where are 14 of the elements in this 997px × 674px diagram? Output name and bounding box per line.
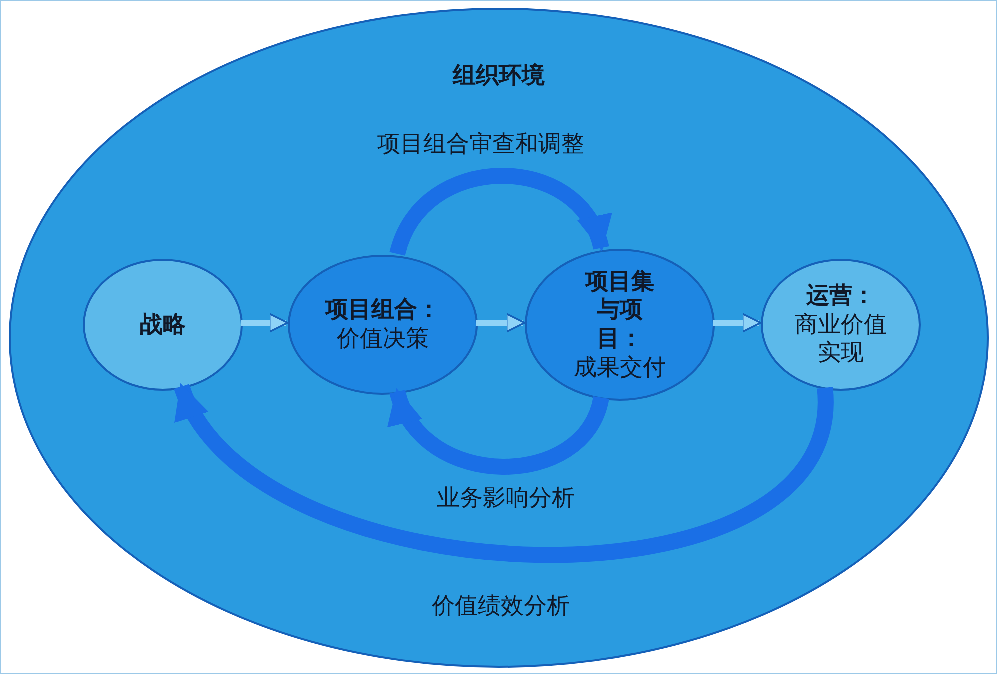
node-text: 价值决策 — [337, 325, 429, 354]
curved-arrow — [174, 382, 834, 563]
curved-arrow — [390, 168, 610, 257]
environment-title: 组织环境 — [453, 62, 545, 91]
arrow — [476, 313, 526, 333]
node-heading: 项目组合： — [326, 296, 440, 325]
arrow — [241, 313, 289, 333]
node-heading: 项目集与项目： — [584, 268, 656, 354]
node-text: 战略 — [140, 310, 186, 340]
node-text: 成果交付 — [574, 354, 666, 382]
curved-arrow — [390, 388, 610, 475]
node-text: 商业价值实现 — [794, 310, 888, 368]
arrow — [713, 313, 762, 333]
node-heading: 运营： — [806, 282, 876, 311]
